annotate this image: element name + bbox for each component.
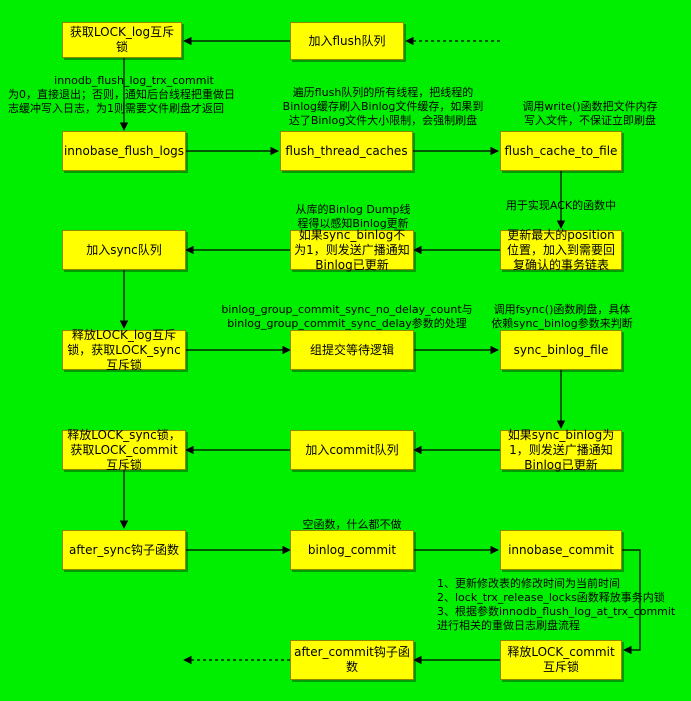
note-commit-step-3: 3、根据参数innodb_flush_log_at_trx_commit — [437, 605, 676, 618]
box-binlog-commit: binlog_commit — [290, 530, 414, 570]
box-release-lock-log: 释放LOCK_log互斥锁，获取LOCK_sync互斥锁 — [62, 327, 186, 372]
note-trx-commit-desc-line-2: 志缓冲写入日志，为1则需要文件刷盘才返回 — [8, 102, 224, 115]
note-ack-function: 用于实现ACK的函数中 — [496, 199, 626, 213]
box-flush-cache-to-file-label: flush_cache_to_file — [504, 143, 618, 158]
note-dump-line-1: 从库的Binlog Dump线 — [295, 203, 411, 216]
box-group-commit-wait: 组提交等待逻辑 — [290, 330, 414, 370]
box-innobase-commit: innobase_commit — [500, 530, 622, 570]
box-flush-cache-to-file: flush_cache_to_file — [500, 131, 622, 171]
note-traverse-line-3: 达了Binlog文件大小限制，会强制刷盘 — [288, 114, 478, 127]
box-update-max-position: 更新最大的position位置，加入到需要回复确认的事务链表 — [500, 227, 622, 272]
note-commit-step-1: 1、更新修改表的修改时间为当前时间 — [437, 577, 620, 590]
box-after-sync-hook: after_sync钩子函数 — [62, 530, 186, 570]
note-fsync-line-2: 依赖sync_binlog参数来判断 — [491, 317, 633, 330]
box-after-sync-hook-label: after_sync钩子函数 — [69, 542, 179, 557]
box-join-commit-queue-label: 加入commit队列 — [305, 442, 399, 457]
box-innobase-commit-label: innobase_commit — [508, 542, 614, 557]
box-release-lock-log-label: 释放LOCK_log互斥锁，获取LOCK_sync互斥锁 — [67, 327, 181, 372]
note-commit-step-2: 2、lock_trx_release_locks函数释放事务内锁 — [437, 591, 665, 604]
box-join-commit-queue: 加入commit队列 — [290, 430, 414, 470]
note-trx-commit-param: innodb_flush_log_trx_commit — [44, 74, 224, 88]
box-acquire-lock-log: 获取LOCK_log互斥锁 — [62, 22, 182, 58]
box-join-flush-queue: 加入flush队列 — [290, 22, 404, 60]
box-acquire-lock-log-label: 获取LOCK_log互斥锁 — [69, 25, 175, 54]
box-notify-binlog-updated-1: 如果sync_binlog不为1，则发送广播通知Binlog已更新 — [290, 227, 414, 272]
box-release-lock-commit-label: 释放LOCK_commit互斥锁 — [507, 645, 615, 674]
note-write-line-2: 写入文件，不保证立即刷盘 — [524, 114, 656, 127]
note-traverse-flush-queue: 遍历flush队列的所有线程，把线程的 Binlog缓存刷入Binlog文件缓存… — [268, 86, 498, 128]
box-group-commit-wait-label: 组提交等待逻辑 — [309, 342, 394, 357]
box-release-lock-sync-label: 释放LOCK_sync锁，获取LOCK_commit互斥锁 — [67, 427, 181, 472]
box-flush-thread-caches-label: flush_thread_caches — [285, 143, 408, 158]
note-innobase-commit-steps: 1、更新修改表的修改时间为当前时间 2、lock_trx_release_loc… — [437, 577, 687, 633]
note-trx-commit-desc-line-1: 为0，直接退出；否则，通知后台线程把重做日 — [8, 88, 235, 101]
box-join-sync-queue: 加入sync队列 — [62, 230, 186, 270]
box-notify-binlog-updated-2-label: 如果sync_binlog为1，则发送广播通知Binlog已更新 — [507, 427, 615, 472]
note-traverse-line-2: Binlog缓存刷入Binlog文件缓存，如果到 — [282, 100, 484, 113]
note-traverse-line-1: 遍历flush队列的所有线程，把线程的 — [292, 86, 474, 99]
note-empty-function: 空函数，什么都不做 — [290, 518, 414, 532]
note-commit-step-4: 进行相关的重做日志刷盘流程 — [437, 619, 580, 632]
box-flush-thread-caches: flush_thread_caches — [280, 131, 413, 171]
note-fsync-line-1: 调用fsync()函数刷盘，具体 — [493, 303, 631, 316]
note-group-params-line-1: binlog_group_commit_sync_no_delay_count与 — [221, 303, 473, 316]
box-notify-binlog-updated-2: 如果sync_binlog为1，则发送广播通知Binlog已更新 — [500, 427, 622, 472]
note-write-line-1: 调用write()函数把文件内存 — [522, 100, 658, 113]
note-dump-line-2: 程得以感知Binlog更新 — [297, 217, 409, 230]
box-innobase-flush-logs-label: innobase_flush_logs — [63, 143, 185, 158]
note-trx-commit-desc: 为0，直接退出；否则，通知后台线程把重做日 志缓冲写入日志，为1则需要文件刷盘才… — [8, 88, 278, 116]
box-binlog-commit-label: binlog_commit — [307, 542, 397, 557]
box-join-sync-queue-label: 加入sync队列 — [86, 242, 162, 257]
note-fsync: 调用fsync()函数刷盘，具体 依赖sync_binlog参数来判断 — [482, 303, 642, 331]
arrow-innobase-commit-to-release-lock-commit — [622, 549, 641, 655]
box-sync-binlog-file-label: sync_binlog_file — [513, 342, 609, 357]
note-group-params-line-2: binlog_group_commit_sync_delay参数的处理 — [227, 317, 467, 330]
note-write-function: 调用write()函数把文件内存 写入文件，不保证立即刷盘 — [505, 100, 675, 128]
box-sync-binlog-file: sync_binlog_file — [500, 330, 622, 370]
note-group-commit-params: binlog_group_commit_sync_no_delay_count与… — [212, 303, 482, 331]
note-empty-function-text: 空函数，什么都不做 — [302, 518, 402, 531]
note-ack-text: 用于实现ACK的函数中 — [505, 199, 617, 212]
note-trx-commit-param-text: innodb_flush_log_trx_commit — [54, 74, 214, 87]
box-release-lock-commit: 释放LOCK_commit互斥锁 — [500, 640, 622, 680]
box-update-max-position-label: 更新最大的position位置，加入到需要回复确认的事务链表 — [506, 227, 615, 272]
box-after-commit-hook-label: after_commit钩子函数 — [294, 645, 410, 674]
box-innobase-flush-logs: innobase_flush_logs — [62, 131, 186, 171]
box-after-commit-hook: after_commit钩子函数 — [290, 640, 414, 680]
note-binlog-dump: 从库的Binlog Dump线 程得以感知Binlog更新 — [278, 203, 428, 231]
box-notify-binlog-updated-1-label: 如果sync_binlog不为1，则发送广播通知Binlog已更新 — [294, 227, 410, 272]
box-join-flush-queue-label: 加入flush队列 — [308, 33, 386, 48]
box-release-lock-sync: 释放LOCK_sync锁，获取LOCK_commit互斥锁 — [62, 427, 186, 472]
